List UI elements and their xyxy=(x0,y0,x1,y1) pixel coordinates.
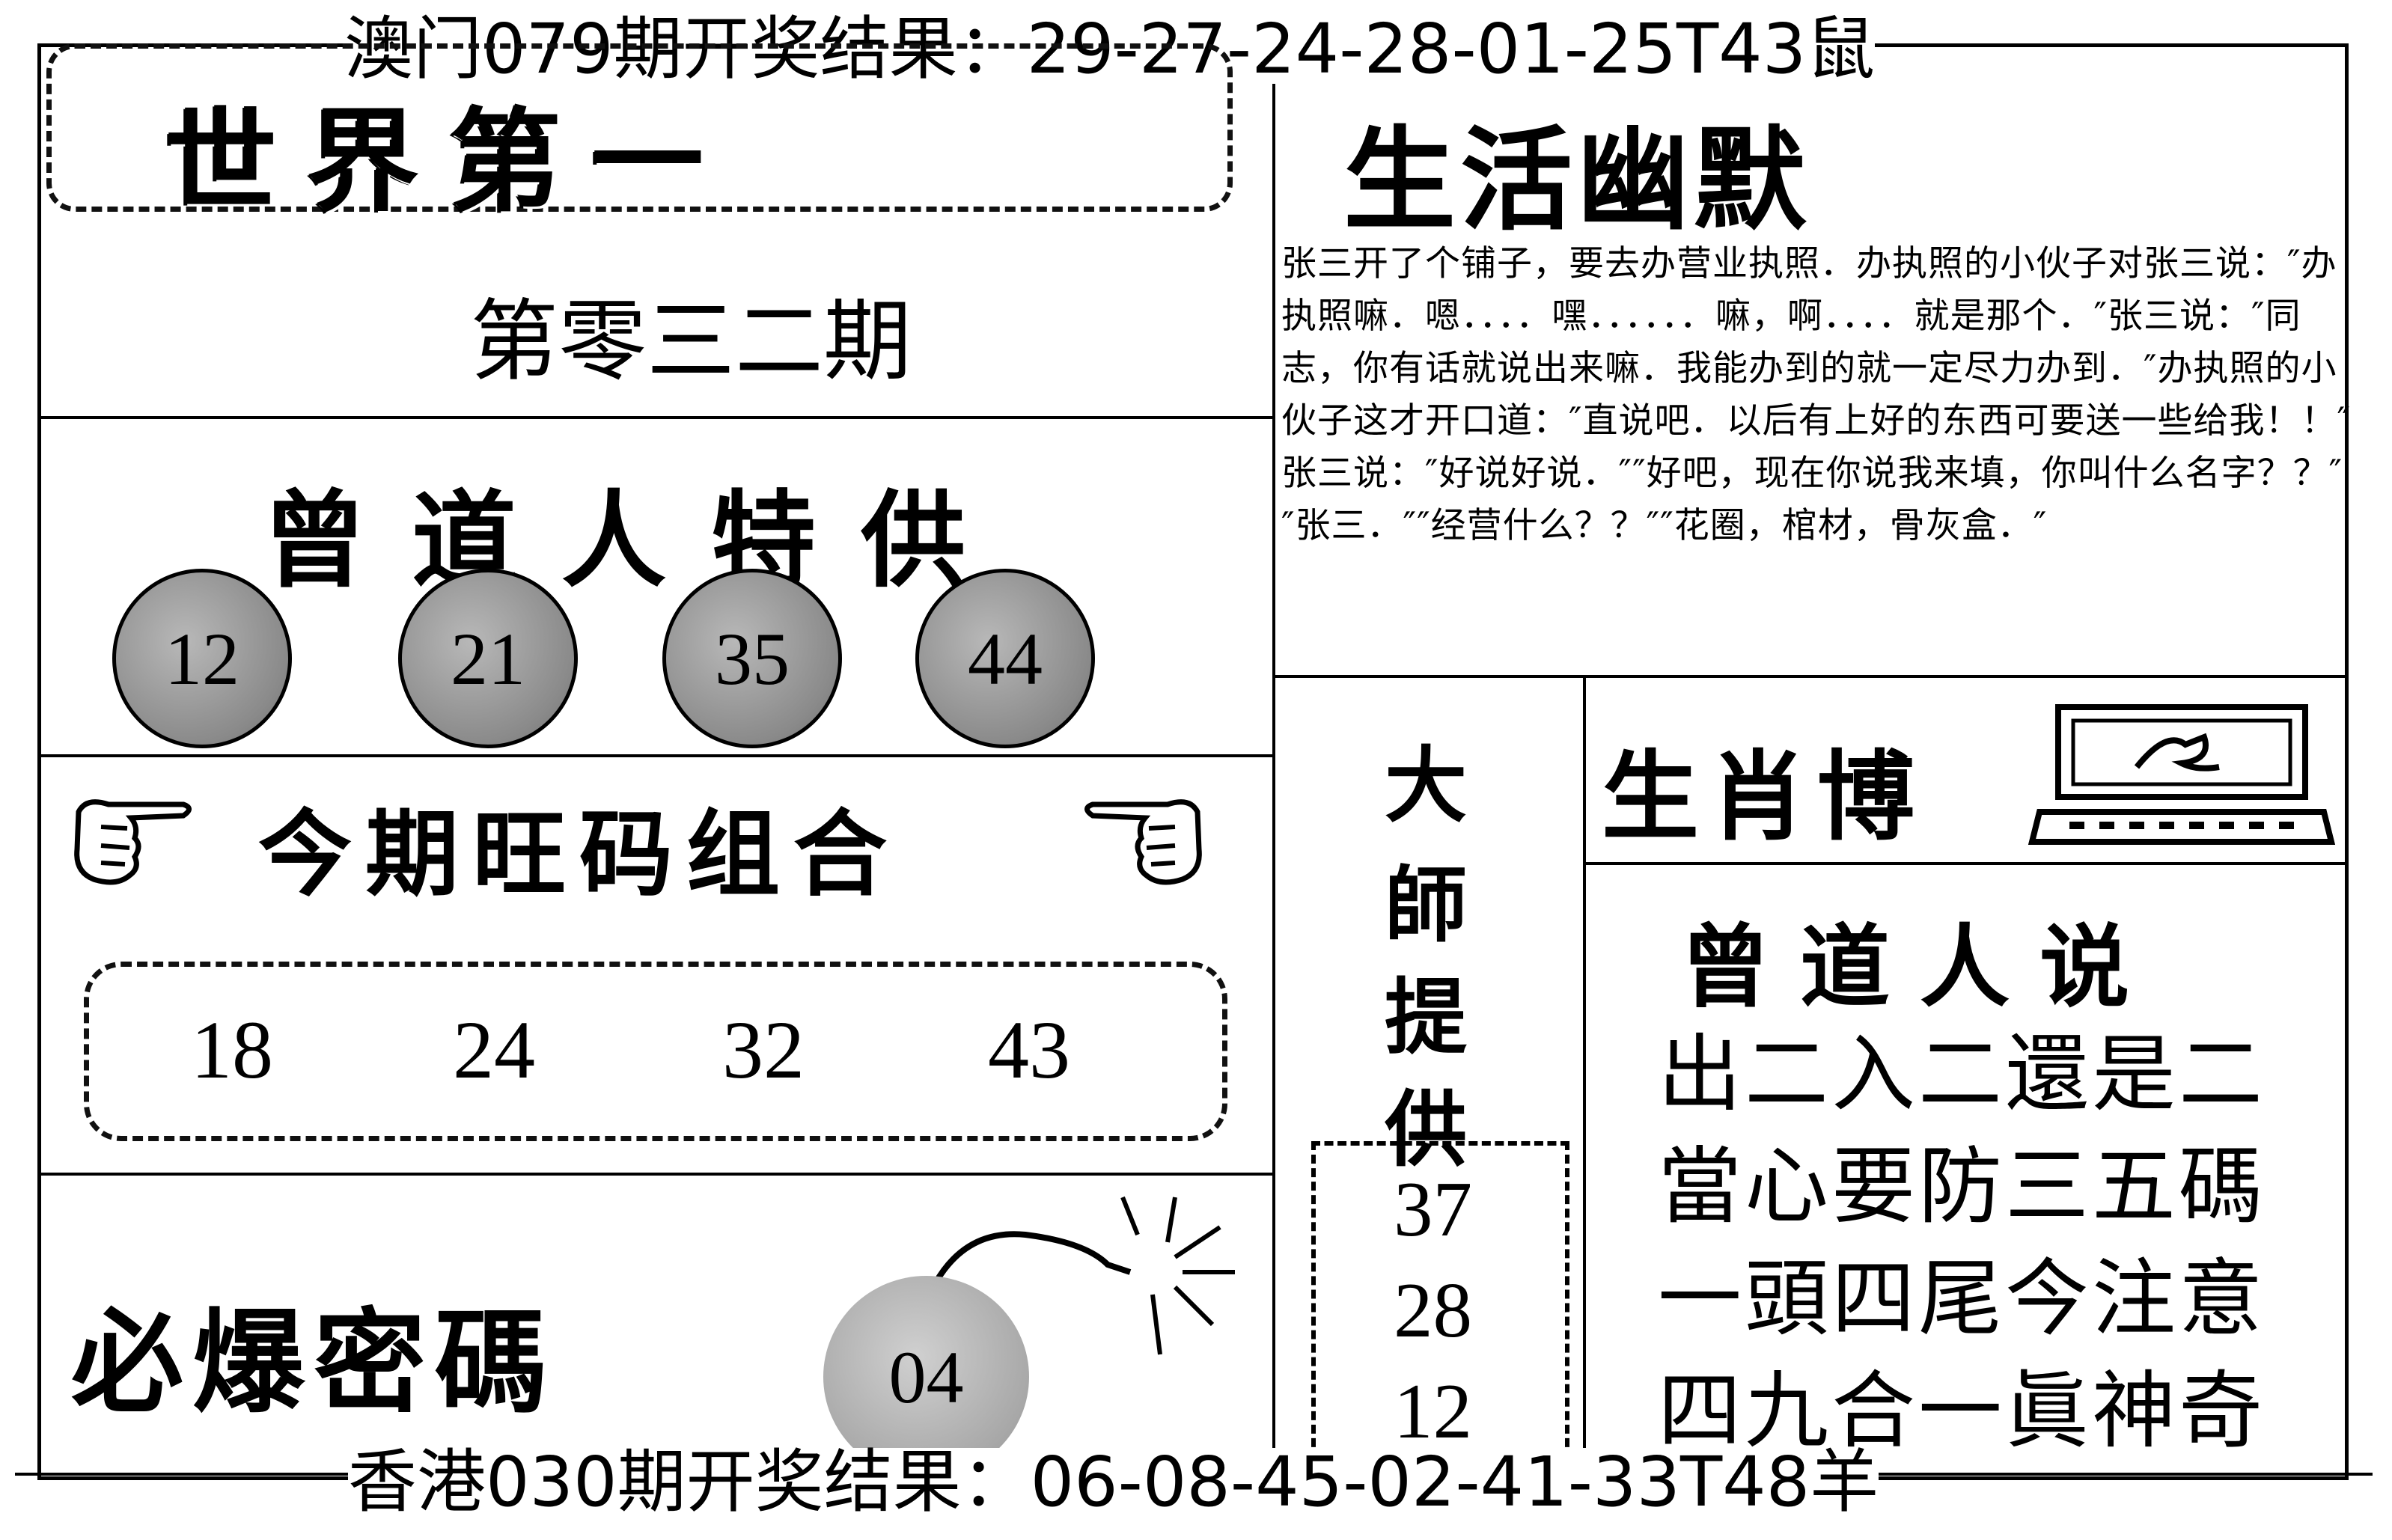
humor-title: 生活幽默 xyxy=(1343,114,1811,246)
zeng-says-title: 曾道人说 xyxy=(1680,914,2159,1020)
special-ball-3: 35 xyxy=(662,569,842,748)
must-burst-title: 必爆密碼 xyxy=(71,1297,557,1429)
combo-number-4: 43 xyxy=(988,1004,1070,1096)
special-ball-4: 44 xyxy=(915,569,1095,748)
divider-left-1 xyxy=(37,416,1272,419)
verse-line-2: 當心要防三五碼 xyxy=(1658,1138,2266,1235)
header-macau-result: 澳门079期开奖结果：29-27-24-28-01-25T43鼠 xyxy=(344,9,1876,89)
special-ball-1: 12 xyxy=(112,569,292,748)
verse-line-4: 四九合一眞神奇 xyxy=(1658,1363,2266,1460)
dashi-char-4: 供 xyxy=(1385,1081,1467,1178)
dashi-number-2: 28 xyxy=(1394,1266,1472,1354)
verse-line-1: 出二入二還是二 xyxy=(1658,1026,2266,1123)
dashi-number-1: 37 xyxy=(1394,1165,1472,1253)
issue-label: 第零三二期 xyxy=(470,290,912,393)
divider-right-inner xyxy=(1583,675,1586,1480)
humor-joke-text: 张三开了个铺子，要去办营业执照．办执照的小伙子对张三说：″办执照嘛．嗯．．．．嘿… xyxy=(1281,243,2352,546)
lucky-combo-box xyxy=(84,962,1227,1141)
dashi-char-3: 提 xyxy=(1385,969,1467,1066)
combo-number-1: 18 xyxy=(191,1004,273,1096)
special-ball-2: 21 xyxy=(398,569,578,748)
pointing-hand-left-icon xyxy=(1084,799,1202,885)
lucky-combo-title: 今期旺码组合 xyxy=(258,800,900,909)
banner-title: 世界第一 xyxy=(165,96,734,227)
zeng-special-title: 曾道人特供 xyxy=(262,480,1011,602)
divider-right-2 xyxy=(1583,862,2349,865)
zodiac-blog-title: 生肖博 xyxy=(1602,739,1926,854)
divider-right-1 xyxy=(1272,675,2349,678)
center-divider xyxy=(1272,43,1275,1480)
dashi-number-3: 12 xyxy=(1394,1367,1472,1455)
verse-line-3: 一頭四尾今注意 xyxy=(1658,1250,2266,1348)
combo-number-3: 32 xyxy=(722,1004,805,1096)
divider-left-2 xyxy=(37,754,1272,757)
pointing-hand-right-icon xyxy=(74,799,192,885)
dashi-char-2: 師 xyxy=(1385,857,1467,953)
footer-hongkong-result: 香港030期开奖结果：06-08-45-02-41-33T48羊 xyxy=(348,1442,1879,1522)
divider-left-3 xyxy=(37,1173,1272,1176)
combo-number-2: 24 xyxy=(453,1004,535,1096)
must-burst-ball: 04 xyxy=(823,1276,1029,1478)
banner-dashed-box xyxy=(46,43,1233,212)
dashi-char-1: 大 xyxy=(1385,737,1467,834)
laptop-icon xyxy=(2028,704,2336,845)
